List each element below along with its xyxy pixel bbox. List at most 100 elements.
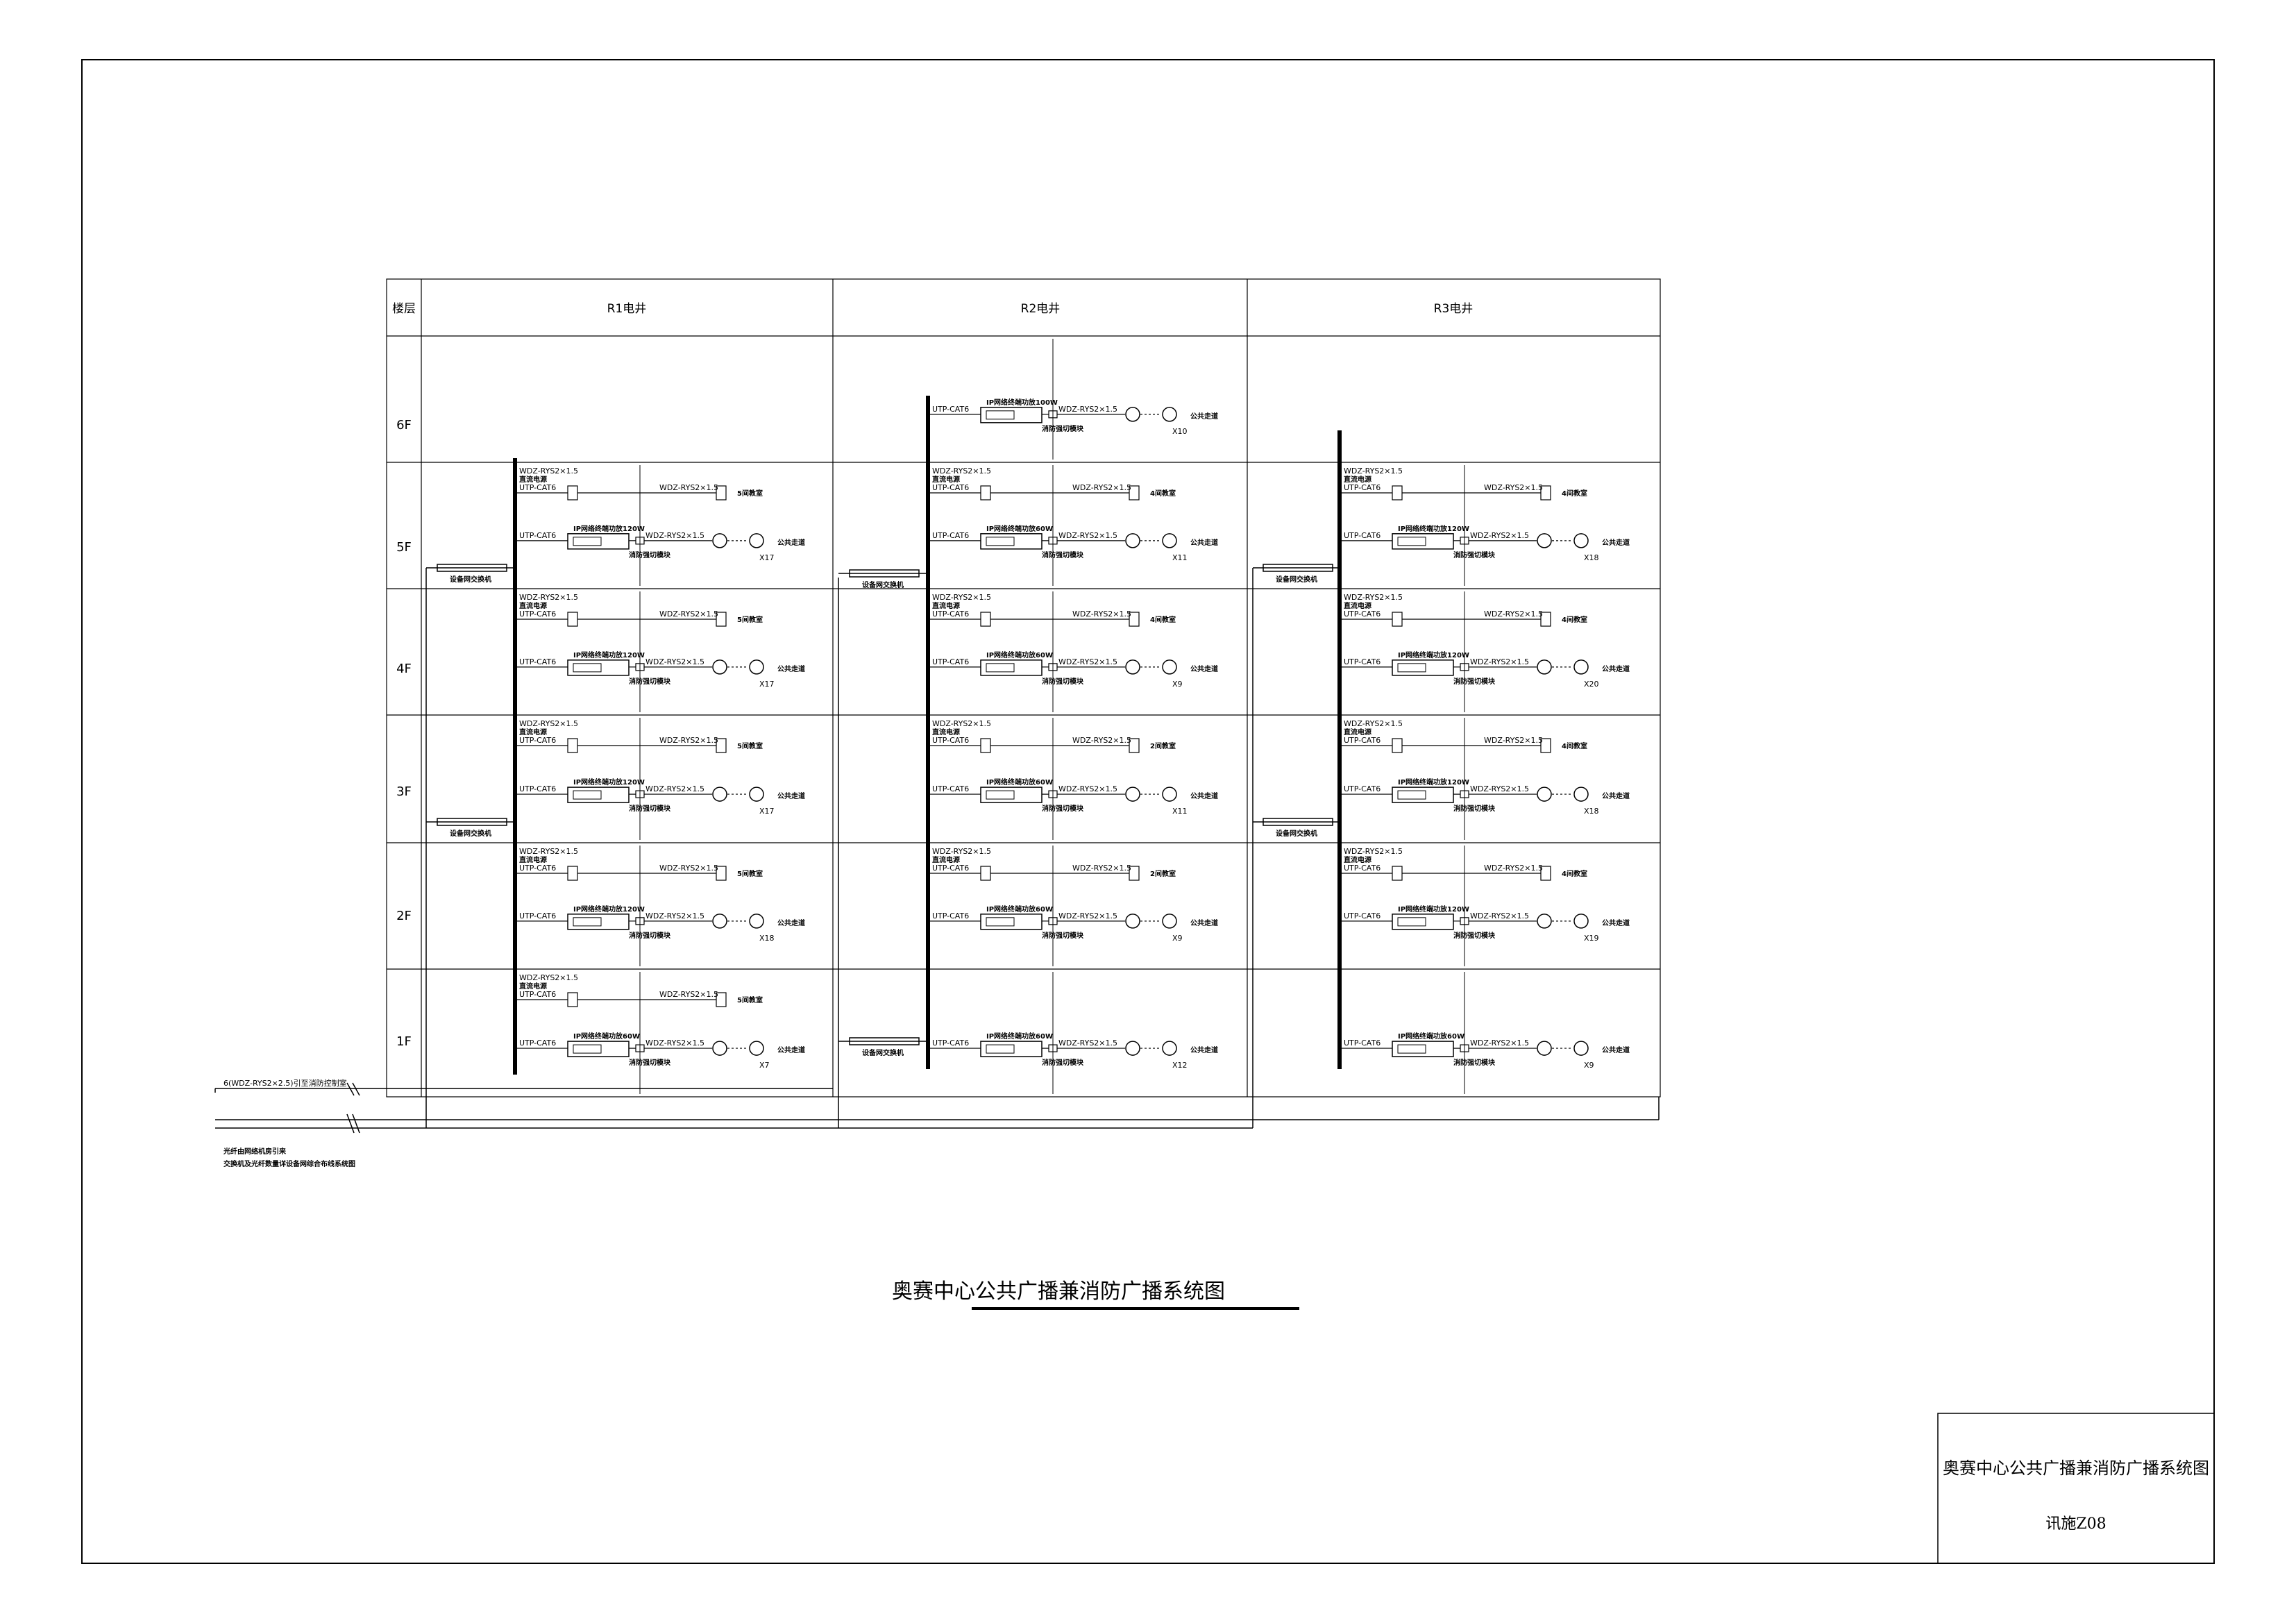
amplifier-panel [1397,917,1426,927]
dc-power-label: 直流电源 [519,601,547,610]
dc-power-label: 直流电源 [519,855,547,864]
utp-label: UTP-CAT6 [519,864,556,873]
speaker-icon [1125,1041,1140,1056]
speaker-count-label: X19 [1584,934,1599,943]
backbone-lines [214,396,1660,1134]
amplifier-box [1392,787,1454,803]
fire-module-label: 消防强切模块 [1453,550,1496,560]
fire-module-label: 消防强切模块 [1042,424,1084,433]
header-floor: 楼层 [392,302,416,316]
speaker-cable-label: WDZ-RYS2×1.5 [1058,1038,1117,1048]
network-switch-group [426,564,1340,1045]
fire-module-label: 消防强切模块 [629,1058,671,1067]
amplifier-panel [986,790,1015,800]
amplifier-label: IP网络终端功放60W [1398,1032,1464,1041]
room-cable-label: WDZ-RYS2×1.5 [1072,864,1131,873]
amplifier-label: IP网络终端功放120W [1398,524,1469,533]
dc-power-label: 直流电源 [519,475,547,484]
amplifier-box [567,1041,630,1057]
speaker-cable-label: WDZ-RYS2×1.5 [645,657,704,666]
speaker-cable-label: WDZ-RYS2×1.5 [1058,784,1117,793]
utp-label: UTP-CAT6 [932,483,969,492]
speaker-icon [1573,1041,1589,1056]
note-fire-control: 6(WDZ-RYS2×2.5)引至消防控制室 [223,1078,347,1088]
speaker-count-label: X18 [759,934,775,943]
dc-cable-label: WDZ-RYS2×1.5 [932,466,991,476]
amplifier-label: IP网络终端功放60W [986,777,1053,787]
fire-module-label: 消防强切模块 [629,677,671,686]
amplifier-panel [1397,663,1426,673]
dc-cable-label: WDZ-RYS2×1.5 [932,847,991,856]
utp-label: UTP-CAT6 [1344,911,1381,920]
power-supply-box [980,612,991,627]
room-speaker-box [1540,738,1551,753]
speaker-icon [1537,533,1552,548]
room-speaker-box [1129,485,1140,501]
room-count-label: 4间教室 [1562,489,1587,498]
speaker-cable-label: WDZ-RYS2×1.5 [645,911,704,920]
power-supply-box [1392,485,1403,501]
amplifier-label: IP网络终端功放60W [986,524,1053,533]
dc-power-label: 直流电源 [932,475,960,484]
speaker-icon [1537,787,1552,802]
speaker-icon [1537,1041,1552,1056]
speaker-icon [1125,407,1140,422]
dc-power-label: 直流电源 [932,728,960,737]
corridor-label: 公共走道 [1602,1045,1630,1054]
dc-power-label: 直流电源 [1344,855,1371,864]
floor-label-5f: 5F [396,540,412,555]
amplifier-panel [986,410,1015,420]
utp-label: UTP-CAT6 [932,864,969,873]
utp-label: UTP-CAT6 [932,784,969,793]
floor-label-3f: 3F [396,784,412,799]
room-speaker-box [1129,866,1140,881]
speaker-count-label: X17 [759,680,775,689]
speaker-cable-label: WDZ-RYS2×1.5 [1470,531,1529,540]
speaker-count-label: X11 [1172,553,1188,562]
switch-label-r3-5f: 设备网交换机 [1276,575,1317,584]
speaker-cable-label: WDZ-RYS2×1.5 [1058,911,1117,920]
speaker-cable-label: WDZ-RYS2×1.5 [645,784,704,793]
fire-module-label: 消防强切模块 [1042,677,1084,686]
speaker-icon [1125,787,1140,802]
speaker-icon [749,914,764,929]
room-speaker-box [1129,612,1140,627]
corridor-label: 公共走道 [1190,791,1218,800]
room-speaker-box [1540,866,1551,881]
corridor-label: 公共走道 [1602,918,1630,927]
speaker-count-label: X9 [1584,1061,1594,1070]
dc-cable-label: WDZ-RYS2×1.5 [932,719,991,728]
note-fiber-count: 交换机及光纤数量详设备网综合布线系统图 [223,1159,355,1168]
amplifier-panel [1397,1044,1426,1054]
power-supply-box [567,738,578,753]
dc-cable-label: WDZ-RYS2×1.5 [1344,593,1403,602]
corridor-label: 公共走道 [1190,1045,1218,1054]
amplifier-panel [1397,790,1426,800]
room-speaker-box [1540,612,1551,627]
room-speaker-box [716,485,727,501]
speaker-icon [749,659,764,675]
corridor-label: 公共走道 [777,1045,805,1054]
dc-cable-label: WDZ-RYS2×1.5 [519,719,578,728]
main-title: 奥赛中心公共广播兼消防广播系统图 [892,1279,1225,1304]
speaker-cable-label: WDZ-RYS2×1.5 [1058,657,1117,666]
fire-module-label: 消防强切模块 [1042,550,1084,560]
corridor-label: 公共走道 [777,538,805,547]
amplifier-label: IP网络终端功放120W [573,905,645,914]
speaker-icon [712,914,727,929]
speaker-count-label: X20 [1584,680,1599,689]
amplifier-box [980,787,1043,803]
dc-power-label: 直流电源 [1344,601,1371,610]
speaker-icon [1125,659,1140,675]
dc-cable-label: WDZ-RYS2×1.5 [1344,719,1403,728]
header-shaft-r3: R3电井 [1434,302,1474,316]
room-count-label: 4间教室 [1150,489,1176,498]
amplifier-box [1392,914,1454,930]
speaker-icon [1162,1041,1177,1056]
utp-label: UTP-CAT6 [519,657,556,666]
amplifier-box [980,914,1043,930]
